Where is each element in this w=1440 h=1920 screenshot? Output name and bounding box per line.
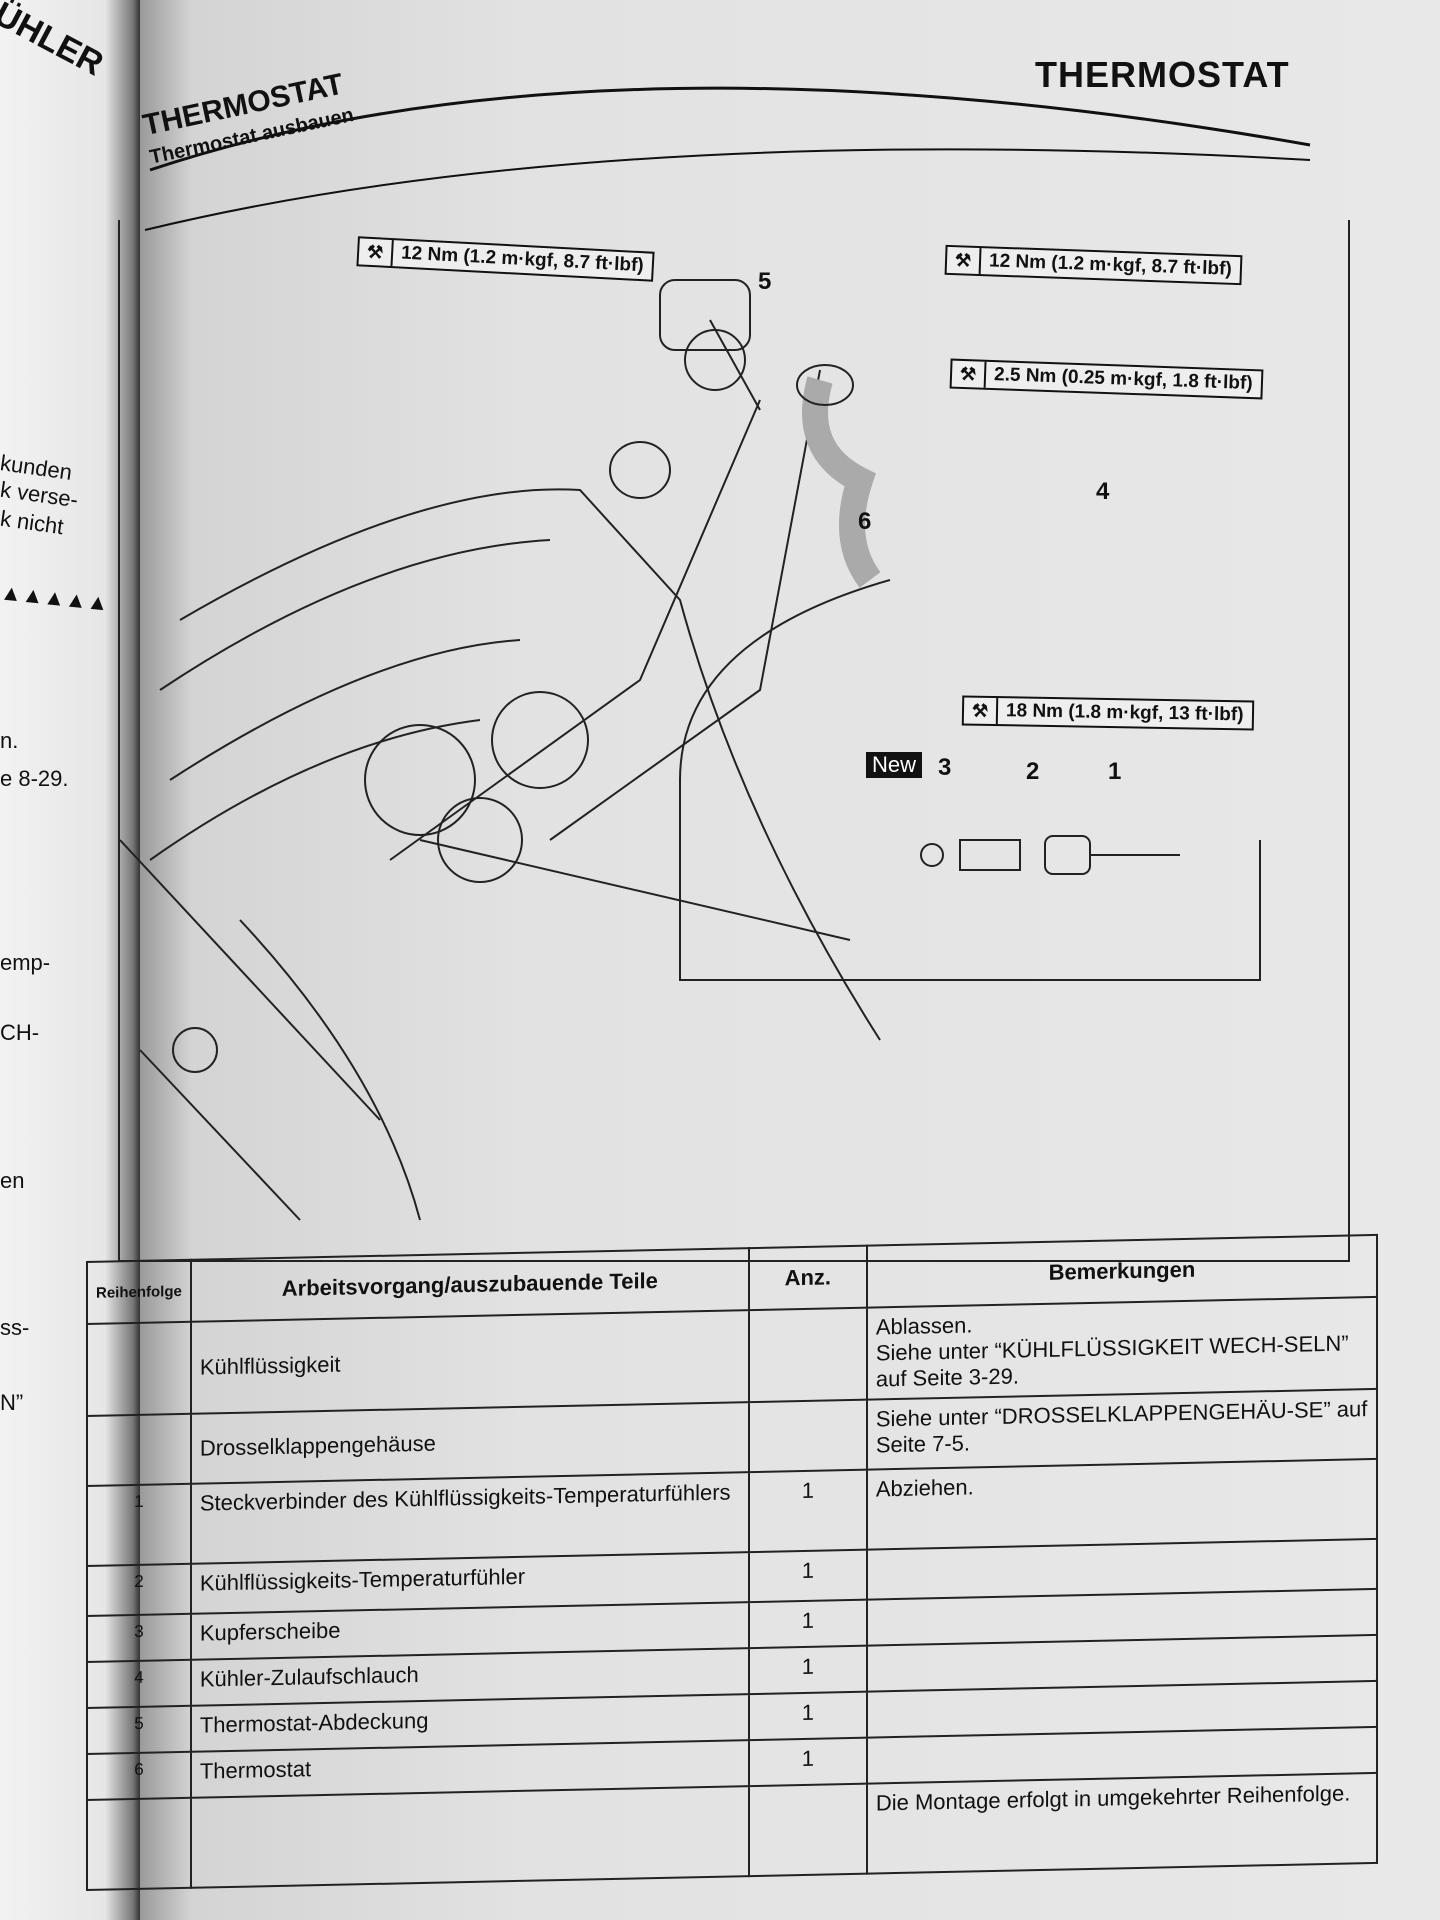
part-name: Drosselklappengehäuse bbox=[190, 1402, 749, 1484]
col-remarks: Bemerkungen bbox=[866, 1234, 1377, 1308]
part-name: Kühlflüssigkeit bbox=[190, 1310, 749, 1414]
remark: Siehe unter “DROSSELKLAPPENGEHÄU-SE” auf… bbox=[866, 1388, 1377, 1470]
manual-page bbox=[140, 0, 1440, 1920]
row-number: 2 bbox=[87, 1563, 191, 1616]
callout-4: 4 bbox=[1096, 478, 1110, 505]
row-number: 4 bbox=[87, 1659, 191, 1708]
torque-value: 12 Nm (1.2 m·kgf, 8.7 ft·lbf) bbox=[988, 250, 1233, 280]
torque-value: 18 Nm (1.8 m·kgf, 13 ft·lbf) bbox=[1005, 700, 1244, 726]
quantity: 1 bbox=[748, 1737, 867, 1787]
row-number bbox=[87, 1413, 191, 1486]
torque-wrench-icon: ⚒ bbox=[963, 697, 999, 725]
callout-5: 5 bbox=[758, 268, 772, 295]
left-text: k nicht bbox=[0, 505, 66, 540]
callout-2: 2 bbox=[1026, 758, 1040, 785]
exploded-diagram: ⚒12 Nm (1.2 m·kgf, 8.7 ft·lbf) ⚒12 Nm (1… bbox=[118, 220, 1350, 1262]
torque-wrench-icon: ⚒ bbox=[946, 246, 982, 275]
quantity bbox=[748, 1307, 867, 1403]
row-number bbox=[87, 1321, 191, 1416]
remark: Abziehen. bbox=[866, 1458, 1377, 1550]
left-text: e 8-29. bbox=[0, 766, 69, 791]
row-number: 5 bbox=[87, 1705, 191, 1754]
left-text: n. bbox=[0, 728, 19, 753]
left-text: N” bbox=[0, 1390, 24, 1415]
callout-3: 3 bbox=[938, 754, 952, 781]
torque-wrench-icon: ⚒ bbox=[358, 238, 394, 267]
torque-spec: ⚒18 Nm (1.8 m·kgf, 13 ft·lbf) bbox=[961, 695, 1254, 731]
row-number bbox=[87, 1797, 191, 1890]
quantity: 1 bbox=[748, 1549, 867, 1603]
col-part: Arbeitsvorgang/auszubauende Teile bbox=[190, 1248, 749, 1322]
torque-wrench-icon: ⚒ bbox=[951, 360, 987, 388]
torque-value: 2.5 Nm (0.25 m·kgf, 1.8 ft·lbf) bbox=[993, 364, 1253, 395]
callout-1: 1 bbox=[1108, 758, 1122, 785]
left-page: ÜHLER kunden k verse- k nicht ▲▲▲▲▲ n. e… bbox=[0, 0, 140, 1920]
col-qty: Anz. bbox=[748, 1245, 867, 1311]
left-text: ▲▲▲▲▲ bbox=[0, 579, 110, 616]
row-number: 3 bbox=[87, 1613, 191, 1662]
left-text: ss- bbox=[0, 1315, 30, 1340]
row-number: 1 bbox=[87, 1483, 191, 1566]
quantity bbox=[748, 1783, 867, 1877]
quantity: 1 bbox=[748, 1599, 867, 1649]
col-order: Reihenfolge bbox=[87, 1259, 191, 1324]
left-text: CH- bbox=[0, 1020, 40, 1045]
left-text: emp- bbox=[0, 950, 51, 975]
remark: Ablassen. Siehe unter “KÜHLFLÜSSIGKEIT W… bbox=[866, 1296, 1377, 1400]
remark: Die Montage erfolgt in umgekehrter Reihe… bbox=[866, 1772, 1377, 1874]
quantity: 1 bbox=[748, 1691, 867, 1741]
callout-6: 6 bbox=[858, 508, 872, 535]
new-part-badge: New bbox=[866, 752, 923, 778]
removal-steps-table: Reihenfolge Arbeitsvorgang/auszubauende … bbox=[86, 1234, 1378, 1891]
quantity: 1 bbox=[748, 1469, 867, 1553]
section-header: THERMOSTAT bbox=[1035, 54, 1290, 95]
part-name bbox=[190, 1786, 749, 1888]
left-text: en bbox=[0, 1168, 25, 1193]
quantity bbox=[748, 1399, 867, 1473]
row-number: 6 bbox=[87, 1751, 191, 1800]
engine-illustration bbox=[120, 279, 1261, 1221]
part-name: Steckverbinder des Kühlflüssigkeits-Temp… bbox=[190, 1472, 749, 1564]
header-rules bbox=[144, 86, 1311, 231]
quantity: 1 bbox=[748, 1645, 867, 1695]
